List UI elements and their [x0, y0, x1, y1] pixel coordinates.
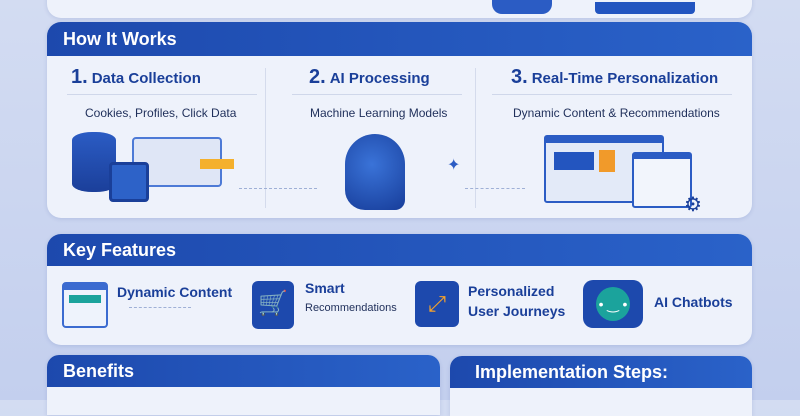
benefits-card: Benefits	[47, 355, 440, 415]
step-1-desc: Cookies, Profiles, Click Data	[85, 106, 237, 120]
divider	[265, 68, 266, 208]
step-3-title: 3.Real-Time Personalization	[511, 66, 719, 88]
mobile-window-icon	[632, 152, 692, 208]
step-2-desc: Machine Learning Models	[310, 106, 448, 120]
dynamic-content-icon	[62, 282, 108, 328]
journey-icon: ⤢	[415, 281, 459, 327]
arrow	[465, 188, 525, 189]
image-icon	[109, 162, 149, 202]
step-1-title: 1.Data Collection	[71, 66, 201, 88]
product-block	[599, 150, 615, 172]
monitor-icon	[595, 2, 695, 14]
step-3-desc: Dynamic Content & Recommendations	[513, 106, 720, 120]
gear-icon: ⚙	[684, 194, 702, 216]
chatbot-icon: • ‿ •	[583, 280, 643, 328]
arrow	[239, 188, 317, 189]
implementation-card: Implementation Steps:	[450, 356, 752, 416]
database-icon	[72, 132, 116, 192]
section-title: Implementation Steps:	[450, 356, 752, 388]
section-title: Benefits	[47, 355, 440, 387]
content-block	[554, 152, 594, 170]
device-icon	[492, 0, 552, 14]
divider	[475, 68, 476, 208]
section-title: Key Features	[47, 234, 752, 266]
sparkle-icon: ✦	[447, 157, 461, 174]
top-card	[47, 0, 752, 18]
step-2-title: 2.AI Processing	[309, 66, 430, 88]
feature-dynamic-content: Dynamic Content	[117, 284, 233, 300]
feature-ai-chatbots: AI Chatbots	[654, 294, 733, 310]
how-it-works-card: How It Works 1.Data Collection Cookies, …	[47, 22, 752, 218]
highlight	[200, 159, 234, 169]
shopping-cart-icon: 🛒	[252, 281, 294, 329]
section-title: How It Works	[47, 22, 752, 56]
ai-head-icon	[345, 134, 405, 210]
